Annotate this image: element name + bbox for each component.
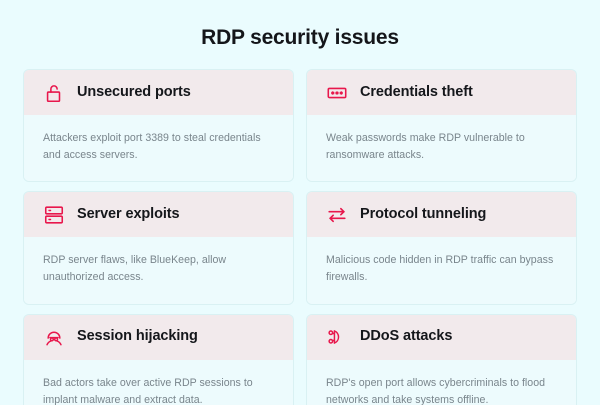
card-body: Bad actors take over active RDP sessions… <box>24 359 293 405</box>
issue-card-ddos-attacks: DDoS attacks RDP's open port allows cybe… <box>307 314 576 405</box>
open-padlock-icon <box>43 82 65 104</box>
card-description: Attackers exploit port 3389 to steal cre… <box>43 132 261 162</box>
card-title: Protocol tunneling <box>360 206 487 223</box>
card-header: Session hijacking <box>24 314 293 360</box>
card-body: RDP server flaws, like BlueKeep, allow u… <box>24 237 293 304</box>
exchange-arrows-icon <box>326 204 348 226</box>
card-header: DDoS attacks <box>307 314 576 360</box>
card-title: Session hijacking <box>77 328 198 345</box>
card-description: RDP's open port allows cybercriminals to… <box>326 376 546 405</box>
card-body: Weak passwords make RDP vulnerable to ra… <box>307 115 576 182</box>
hacker-hood-icon <box>43 326 65 348</box>
card-description: RDP server flaws, like BlueKeep, allow u… <box>43 254 227 284</box>
card-description: Bad actors take over active RDP sessions… <box>43 376 253 405</box>
card-header: Credentials theft <box>307 70 576 115</box>
issue-card-session-hijacking: Session hijacking Bad actors take over a… <box>24 314 293 405</box>
server-rack-icon <box>43 204 65 226</box>
card-body: Malicious code hidden in RDP traffic can… <box>307 237 576 304</box>
card-title: Credentials theft <box>360 83 473 100</box>
issue-card-protocol-tunneling: Protocol tunneling Malicious code hidden… <box>307 192 576 304</box>
card-header: Unsecured ports <box>24 70 293 115</box>
issue-card-server-exploits: Server exploits RDP server flaws, like B… <box>24 192 293 304</box>
password-field-icon <box>326 82 348 104</box>
page-title: RDP security issues <box>201 26 399 49</box>
card-header: Protocol tunneling <box>307 192 576 238</box>
card-body: RDP's open port allows cybercriminals to… <box>307 359 576 405</box>
card-description: Weak passwords make RDP vulnerable to ra… <box>326 132 525 162</box>
network-nodes-icon <box>326 326 348 348</box>
issue-card-unsecured-ports: Unsecured ports Attackers exploit port 3… <box>24 70 293 182</box>
card-title: DDoS attacks <box>360 328 453 345</box>
card-header: Server exploits <box>24 192 293 238</box>
card-title: Unsecured ports <box>77 83 191 100</box>
card-body: Attackers exploit port 3389 to steal cre… <box>24 115 293 182</box>
card-description: Malicious code hidden in RDP traffic can… <box>326 254 554 284</box>
card-title: Server exploits <box>77 206 180 223</box>
issue-card-credentials-theft: Credentials theft Weak passwords make RD… <box>307 70 576 182</box>
issues-grid: Unsecured ports Attackers exploit port 3… <box>0 70 600 405</box>
